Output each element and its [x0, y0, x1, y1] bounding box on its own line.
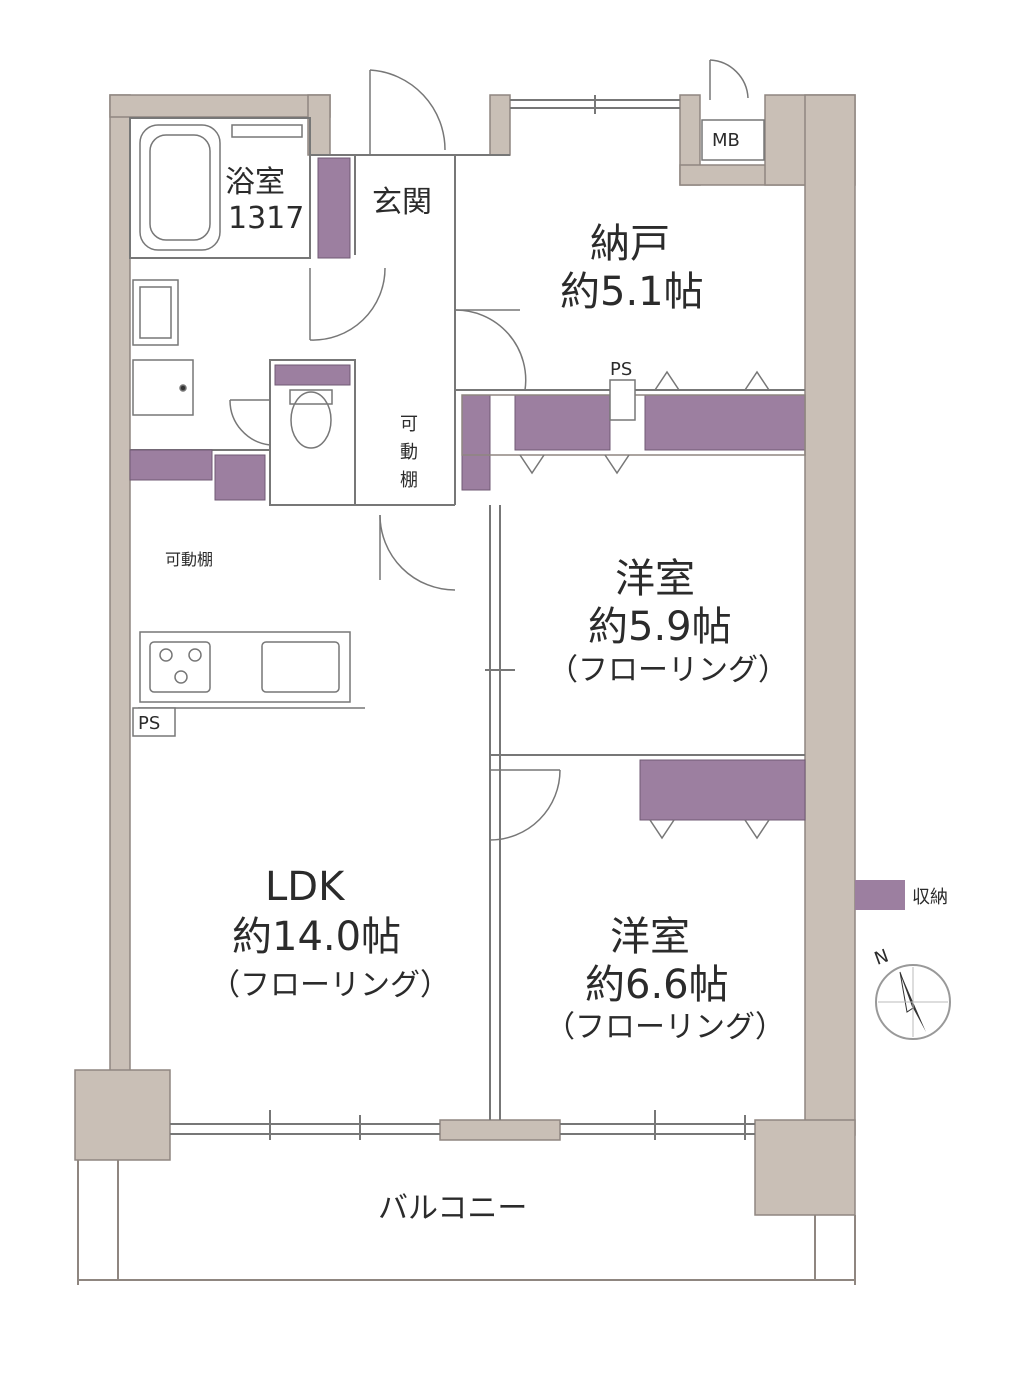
ps-kitchen-label: PS [138, 713, 160, 734]
bedroom2-label: 洋室 [610, 914, 690, 960]
mb-label: MB [712, 130, 740, 151]
fixtures [132, 124, 770, 840]
balcony-outline [77, 1160, 856, 1285]
bath-label: 浴室 [225, 165, 285, 200]
bedroom1-floor: （フローリング） [548, 653, 788, 688]
compass-icon [875, 964, 951, 1040]
movable-shelf-v1: 可 [400, 414, 418, 435]
balcony-label: バルコニー [378, 1191, 527, 1226]
outer-walls [74, 94, 856, 1216]
entrance-label: 玄関 [372, 185, 432, 220]
movable-shelf-left: 可動棚 [165, 550, 213, 569]
ldk-floor: （フローリング） [210, 968, 450, 1003]
ps-box-upper [609, 379, 636, 421]
mb-box [701, 119, 765, 161]
ps-upper-label: PS [610, 359, 632, 380]
storeroom-area: 約5.1帖 [560, 269, 704, 315]
ldk-label: LDK [265, 864, 346, 910]
movable-shelf-v3: 棚 [400, 470, 418, 491]
legend-storage-swatch [855, 880, 905, 910]
bath-size: 1317 [228, 201, 304, 236]
movable-shelf-v2: 動 [400, 442, 418, 463]
doors [229, 59, 749, 841]
storeroom-label: 納戸 [590, 221, 670, 267]
ldk-area: 約14.0帖 [232, 914, 401, 960]
storage-areas [129, 157, 806, 821]
compass-north-label: N [872, 945, 892, 969]
ps-box-kitchen [132, 707, 176, 737]
bedroom1-label: 洋室 [615, 556, 695, 602]
bottom-windows [170, 1110, 755, 1140]
bedroom1-area: 約5.9帖 [588, 604, 732, 650]
top-windows [510, 95, 680, 114]
bedroom2-floor: （フローリング） [545, 1010, 785, 1045]
legend-storage-label: 収納 [912, 887, 948, 908]
bedroom2-area: 約6.6帖 [585, 962, 729, 1008]
